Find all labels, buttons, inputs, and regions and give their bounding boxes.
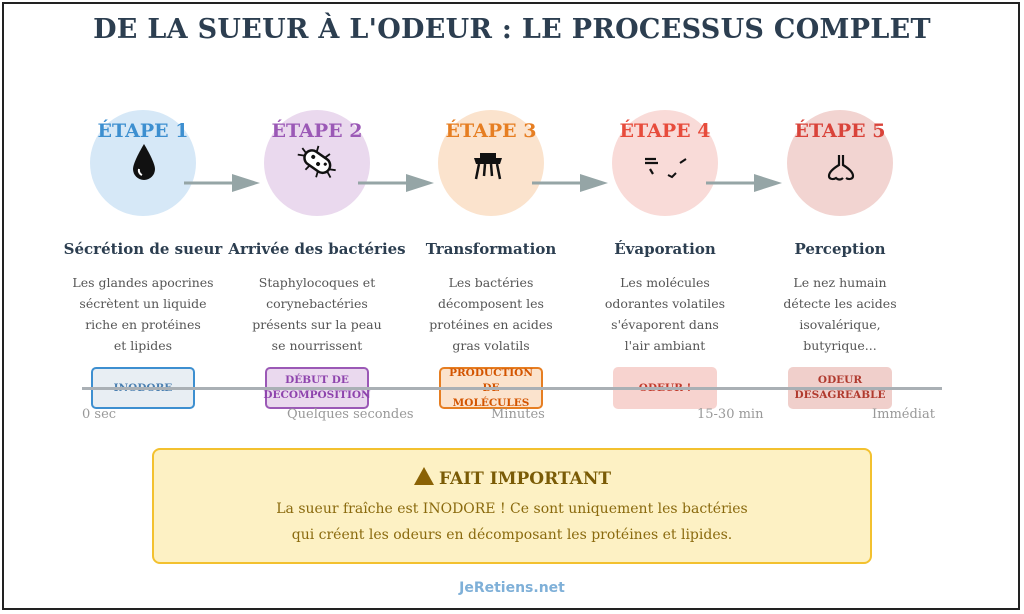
- badge-line: DÉBUT DE: [285, 374, 349, 386]
- badge-line: MOLÉCULES: [452, 396, 530, 409]
- description-line: Staphylocoques et: [258, 275, 376, 290]
- fact-line: La sueur fraîche est INODORE ! Ce sont u…: [276, 501, 748, 517]
- step-4-label: ÉTAPE 4: [619, 120, 711, 142]
- warning-icon: [413, 467, 434, 485]
- description-line: corynebactéries: [266, 296, 368, 311]
- description-line: Les bactéries: [448, 275, 534, 290]
- footer-brand: JeRetiens.net: [459, 580, 565, 596]
- badge-line: DÉCOMPOSITION: [263, 389, 371, 401]
- step-2-label: ÉTAPE 2: [271, 120, 363, 142]
- timeline-line: [82, 387, 942, 390]
- description-line: butyrique...: [803, 338, 877, 353]
- step-5-label: ÉTAPE 5: [794, 120, 886, 142]
- description-line: gras volatils: [452, 338, 530, 353]
- badge-line: PRODUCTION DE: [449, 366, 533, 394]
- description-line: détecte les acides: [783, 296, 897, 311]
- timeline-label-1: 0 sec: [82, 407, 117, 422]
- fact-line: qui créent les odeurs en décomposant les…: [291, 527, 733, 543]
- step-4-description: Les molécules odorantes volatiles s'évap…: [580, 272, 750, 356]
- timeline-label-4: 15-30 min: [697, 407, 764, 422]
- description-line: s'évaporent dans: [611, 317, 719, 332]
- step-5-title: Perception: [794, 240, 886, 258]
- transformation-icon: [474, 153, 502, 180]
- description-line: l'air ambiant: [624, 338, 706, 353]
- step-4-circle: [612, 110, 718, 216]
- badge-line: DÉSAGRÉABLE: [794, 389, 886, 401]
- description-line: présents sur la peau: [252, 317, 382, 332]
- page-title: DE LA SUEUR À L'ODEUR : LE PROCESSUS COM…: [93, 14, 931, 45]
- description-line: se nourrissent: [271, 338, 363, 353]
- description-line: isovalérique,: [799, 317, 881, 332]
- description-line: Les molécules: [620, 275, 710, 290]
- step-4-title: Évaporation: [614, 240, 716, 258]
- description-line: et lipides: [113, 338, 173, 353]
- description-line: décomposent les: [438, 296, 544, 311]
- step-1-description: Les glandes apocrines sécrètent un liqui…: [58, 272, 228, 356]
- step-2-title: Arrivée des bactéries: [228, 240, 406, 258]
- arrow-2-3: [358, 174, 434, 192]
- step-3-label: ÉTAPE 3: [445, 120, 537, 142]
- bacteria-icon: [297, 145, 336, 178]
- fact-text: La sueur fraîche est INODORE ! Ce sont u…: [154, 496, 870, 548]
- step-3-description: Les bactéries décomposent les protéines …: [406, 272, 576, 356]
- timeline-label-3: Minutes: [491, 407, 545, 422]
- description-line: Les glandes apocrines: [72, 275, 214, 290]
- arrow-3-4: [532, 174, 608, 192]
- description-line: Le nez humain: [793, 275, 887, 290]
- timeline-label-2: Quelques secondes: [287, 407, 414, 422]
- fact-title: FAIT IMPORTANT: [438, 469, 612, 489]
- important-fact-box: FAIT IMPORTANT La sueur fraîche est INOD…: [152, 448, 872, 564]
- description-line: riche en protéines: [85, 317, 201, 332]
- badge-line: ODEUR: [817, 374, 863, 386]
- step-1-label: ÉTAPE 1: [97, 120, 189, 142]
- nose-icon: [827, 155, 855, 181]
- arrow-1-2: [184, 174, 260, 192]
- timeline-label-5: Immédiat: [872, 407, 935, 422]
- step-2-description: Staphylocoques et corynebactéries présen…: [232, 272, 402, 356]
- description-line: sécrètent un liquide: [79, 296, 207, 311]
- step-5-description: Le nez humain détecte les acides isovalé…: [755, 272, 925, 356]
- fact-heading: FAIT IMPORTANT: [154, 466, 870, 489]
- step-1-title: Sécrétion de sueur: [63, 240, 223, 258]
- evaporation-icon: [645, 157, 687, 179]
- arrow-4-5: [706, 174, 782, 192]
- description-line: odorantes volatiles: [604, 296, 726, 311]
- droplet-icon: [133, 144, 155, 180]
- description-line: protéines en acides: [429, 317, 553, 332]
- step-3-title: Transformation: [425, 240, 557, 258]
